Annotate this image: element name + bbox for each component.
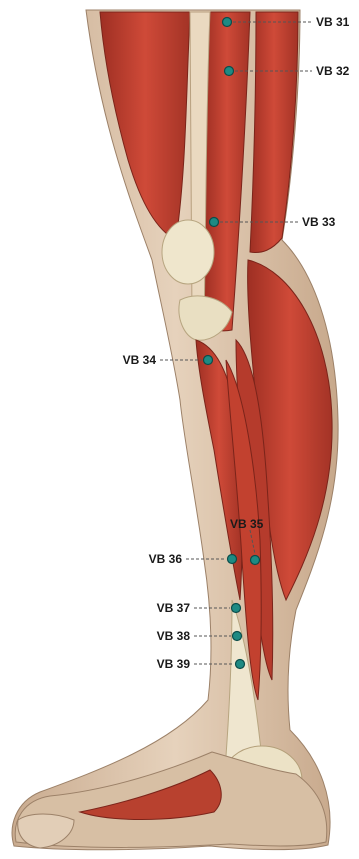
acupoint-marker-vb-38 [233,632,242,641]
acupoint-marker-vb-36 [228,555,237,564]
acupoint-marker-vb-39 [236,660,245,669]
knee-cap [162,220,214,284]
acupoint-label-vb-38: VB 38 [157,629,191,643]
acupoint-label-vb-39: VB 39 [157,657,191,671]
acupoint-label-vb-36: VB 36 [149,552,183,566]
acupoint-marker-vb-37 [232,604,241,613]
acupoint-label-vb-37: VB 37 [157,601,191,615]
acupoint-marker-vb-31 [223,18,232,27]
acupoint-marker-vb-34 [204,356,213,365]
acupoint-label-vb-35: VB 35 [230,517,264,531]
acupoint-label-vb-33: VB 33 [302,215,336,229]
acupoint-label-vb-31: VB 31 [316,15,350,29]
acupoint-label-vb-34: VB 34 [123,353,157,367]
acupoint-marker-vb-33 [210,218,219,227]
thigh-muscle-rear [250,12,298,252]
acupoint-label-vb-32: VB 32 [316,64,350,78]
acupoint-marker-vb-35 [251,556,260,565]
acupoint-marker-vb-32 [225,67,234,76]
